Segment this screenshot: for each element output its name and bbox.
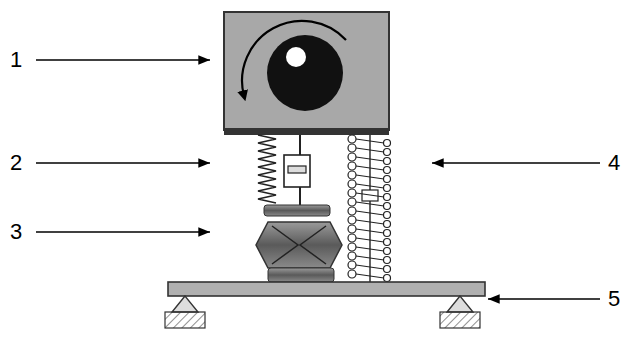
exciter-motor: [224, 12, 389, 135]
beam-supports: [165, 282, 485, 328]
callout-number: 1: [10, 49, 22, 71]
force-sensor: [256, 222, 342, 282]
support-spring: [348, 135, 391, 282]
callout-number: 4: [608, 152, 620, 174]
callout-number: 3: [10, 221, 22, 243]
spring-damper: [258, 135, 330, 216]
callout-number: 5: [608, 288, 620, 310]
callout-number: 2: [10, 152, 22, 174]
